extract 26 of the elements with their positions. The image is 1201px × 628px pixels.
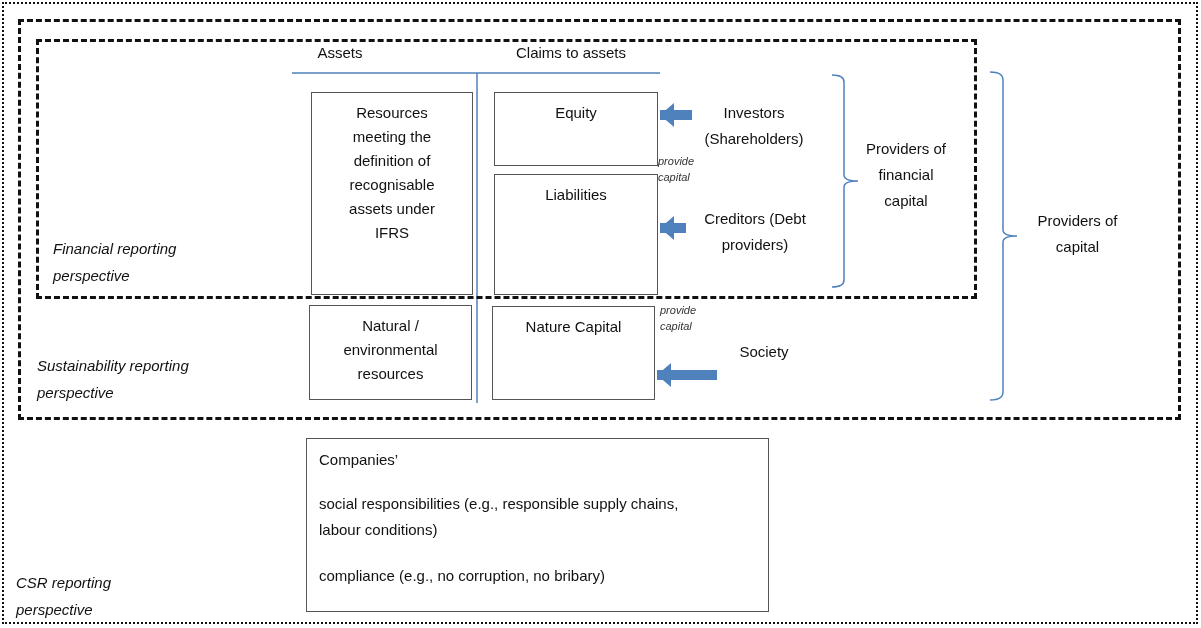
- column-heading: Assets: [316, 43, 364, 63]
- account-box: Resources meeting the definition of recognisable assets under IFRS: [311, 92, 473, 295]
- block-arrow: [657, 363, 717, 387]
- block-arrow: [660, 103, 692, 127]
- provider-label: Society: [717, 339, 811, 395]
- box-text: social responsibilities (e.g., responsible supply chains, labour conditions): [319, 494, 680, 540]
- account-box: Liabilities: [494, 174, 658, 295]
- brace-label: Providers of financial capital: [864, 139, 947, 211]
- perspective-label: Sustainability reporting perspective: [37, 356, 190, 403]
- dashed-frame: [36, 39, 977, 299]
- account-box: Nature Capital: [492, 306, 655, 400]
- dashed-frame: [18, 19, 1181, 420]
- perspective-label: CSR reporting perspective: [16, 573, 113, 620]
- perspective-label: Financial reporting perspective: [53, 239, 178, 286]
- edge-note: provide capital: [660, 303, 698, 334]
- brace-label: Providers of capital: [1036, 211, 1119, 257]
- account-box: Equity: [494, 92, 658, 166]
- column-heading: Claims to assets: [514, 43, 627, 63]
- block-arrow: [660, 216, 686, 240]
- account-box: Natural / environmental resources: [309, 305, 472, 400]
- box-text: compliance (e.g., no corruption, no bribary): [319, 566, 606, 586]
- provider-label: Investors (Shareholders): [692, 100, 816, 152]
- provider-label: Creditors (Debt providers): [686, 206, 824, 258]
- text-box: [306, 438, 769, 612]
- edge-note: provide capital: [658, 154, 696, 185]
- box-heading: Companies’: [319, 450, 400, 470]
